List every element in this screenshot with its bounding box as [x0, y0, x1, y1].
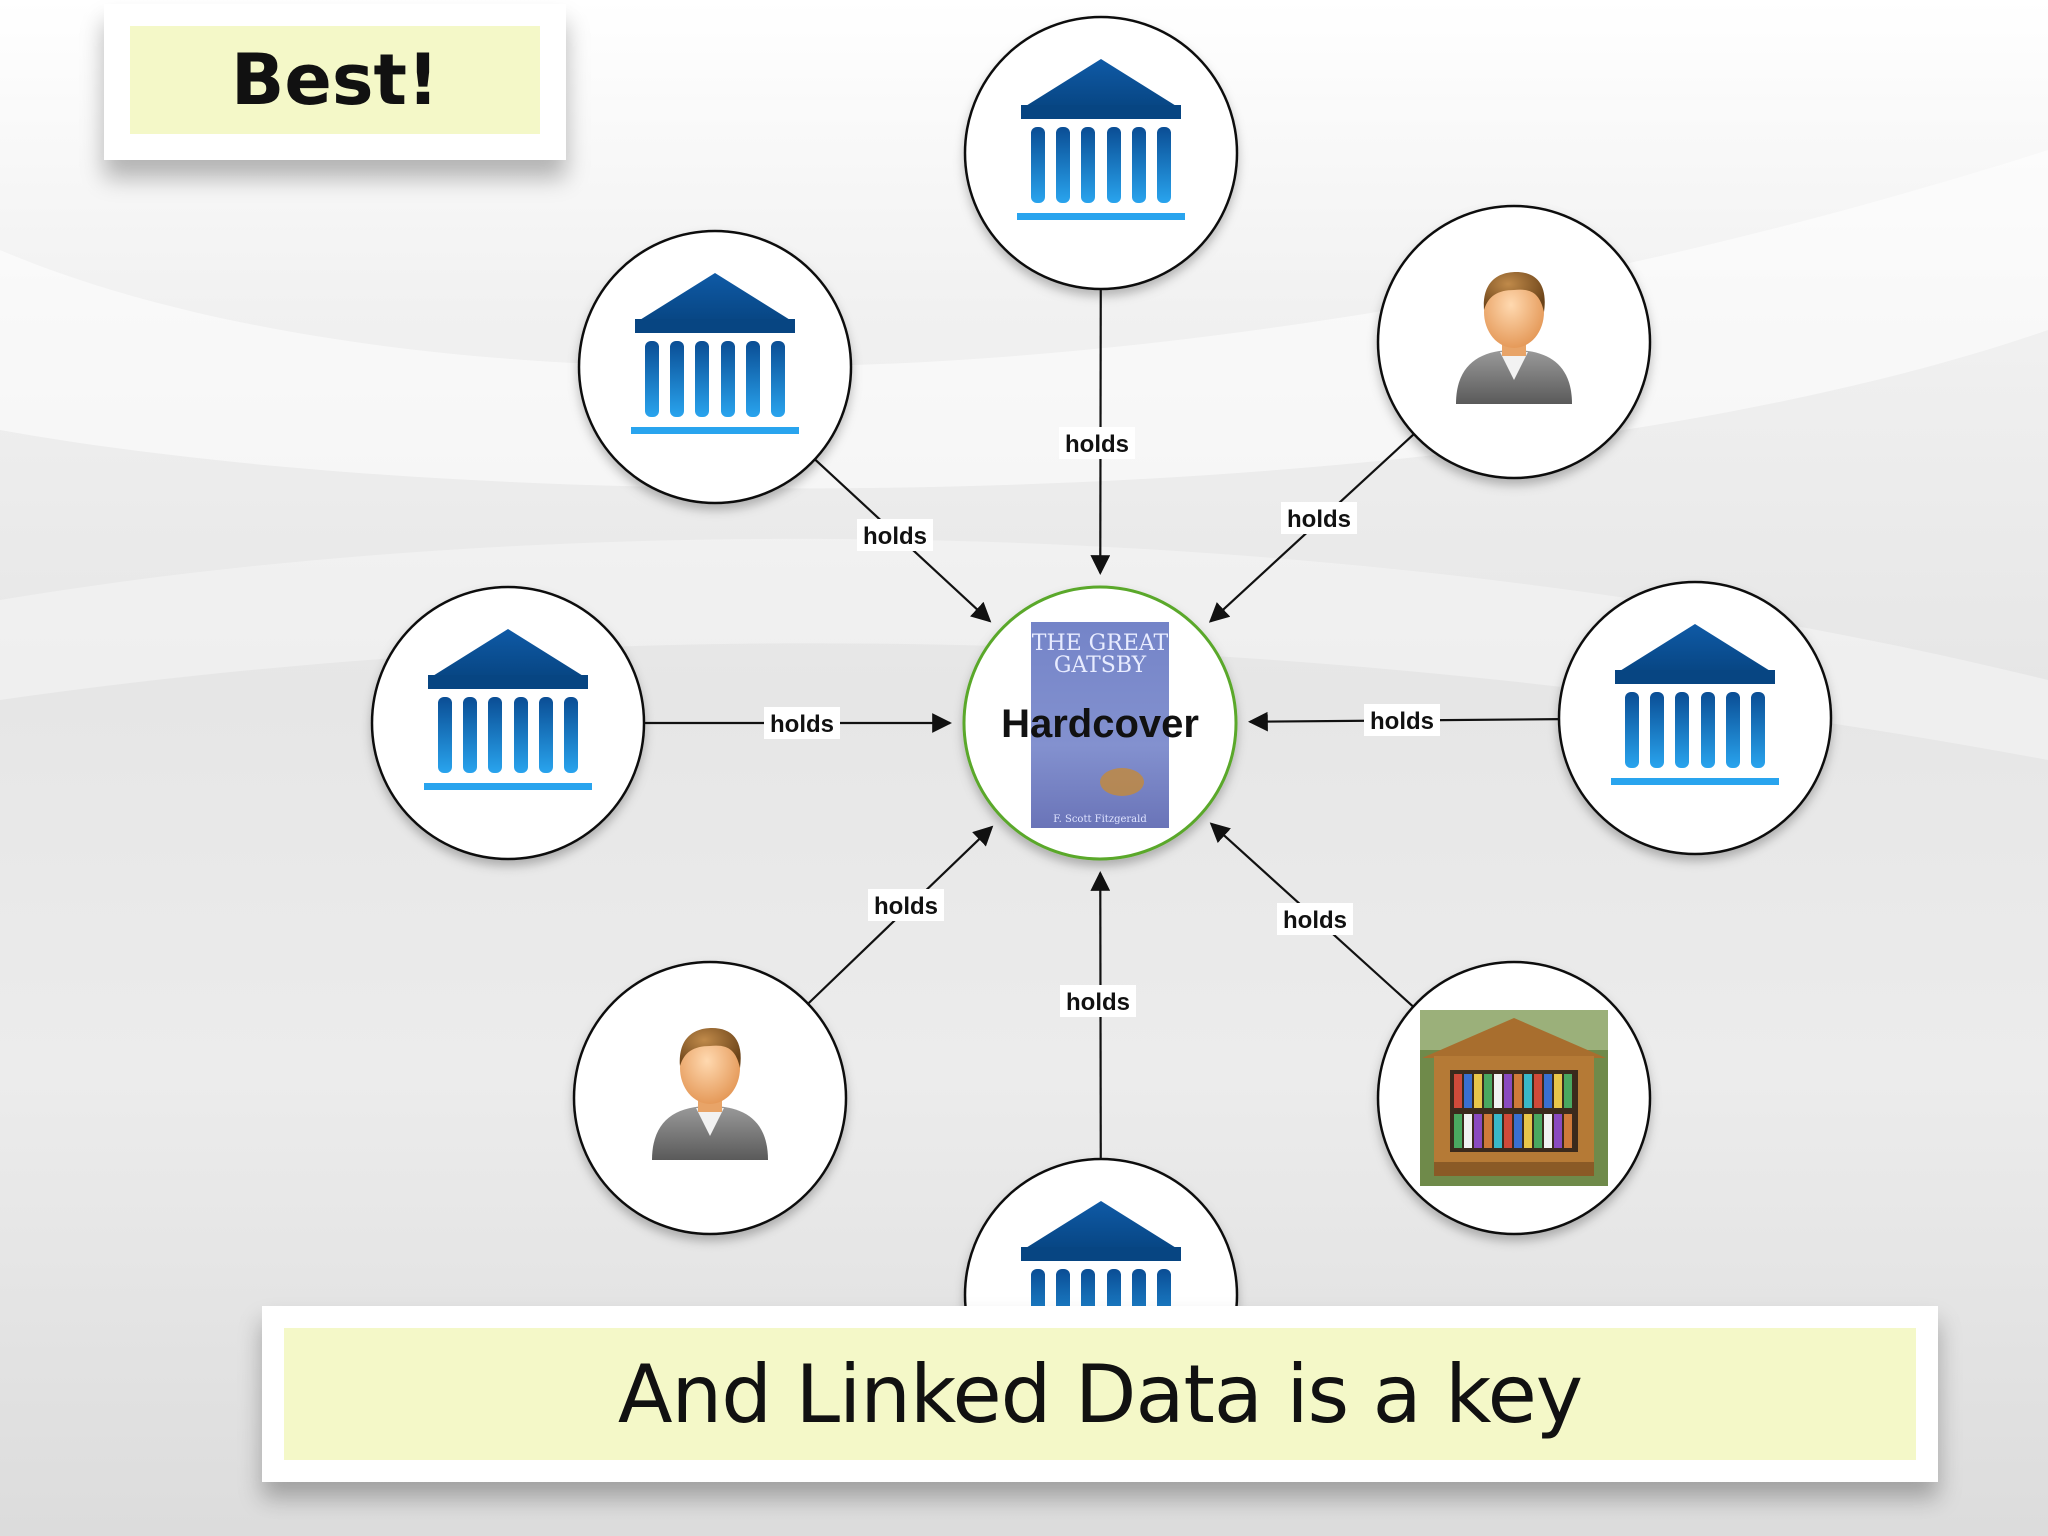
edge-label-person-bottom-left: holds [868, 889, 944, 921]
svg-text:holds: holds [1283, 907, 1347, 934]
edge-label-person-top-right: holds [1281, 502, 1357, 534]
center-node[interactable]: THE GREAT GATSBY F. Scott Fitzgerald Har… [962, 585, 1238, 861]
svg-text:holds: holds [874, 893, 938, 920]
caption-card: And Linked Data is a key [262, 1306, 1938, 1482]
node-person-top-right[interactable] [1376, 204, 1652, 480]
node-library-right[interactable] [1557, 580, 1833, 856]
svg-text:holds: holds [1066, 989, 1130, 1016]
center-node-label: Hardcover [1001, 702, 1199, 746]
edges: holds holds holds holds holds holds holds holds [644, 288, 1560, 1160]
title-card: Best! [104, 4, 566, 160]
little-free-library-photo [1420, 1010, 1608, 1186]
slide-title: Best! [130, 26, 540, 134]
node-person-bottom-left[interactable] [572, 960, 848, 1236]
cover-author: F. Scott Fitzgerald [1053, 814, 1147, 825]
edge-label-library-right: holds [1364, 704, 1440, 736]
node-little-free-library-bottom-right[interactable] [1376, 960, 1652, 1236]
edge-label-little-free-library-bottom-right: holds [1277, 903, 1353, 935]
edge-label-library-top-left: holds [857, 519, 933, 551]
book-cover-image: THE GREAT GATSBY F. Scott Fitzgerald [1031, 622, 1169, 828]
cover-title-line-2: GATSBY [1054, 653, 1147, 678]
node-library-left[interactable] [370, 585, 646, 861]
edge-label-library-bottom: holds [1060, 985, 1136, 1017]
slide-caption: And Linked Data is a key [284, 1328, 1916, 1460]
node-library-top[interactable] [963, 15, 1239, 291]
edge-label-library-top: holds [1059, 427, 1135, 459]
node-library-top-left[interactable] [577, 229, 853, 505]
svg-text:holds: holds [1065, 431, 1129, 458]
svg-text:holds: holds [770, 711, 834, 738]
cover-title-line: THE GREAT [1032, 631, 1169, 656]
edge-label-library-left: holds [764, 707, 840, 739]
svg-text:holds: holds [863, 523, 927, 550]
svg-text:holds: holds [1287, 506, 1351, 533]
svg-text:holds: holds [1370, 708, 1434, 735]
